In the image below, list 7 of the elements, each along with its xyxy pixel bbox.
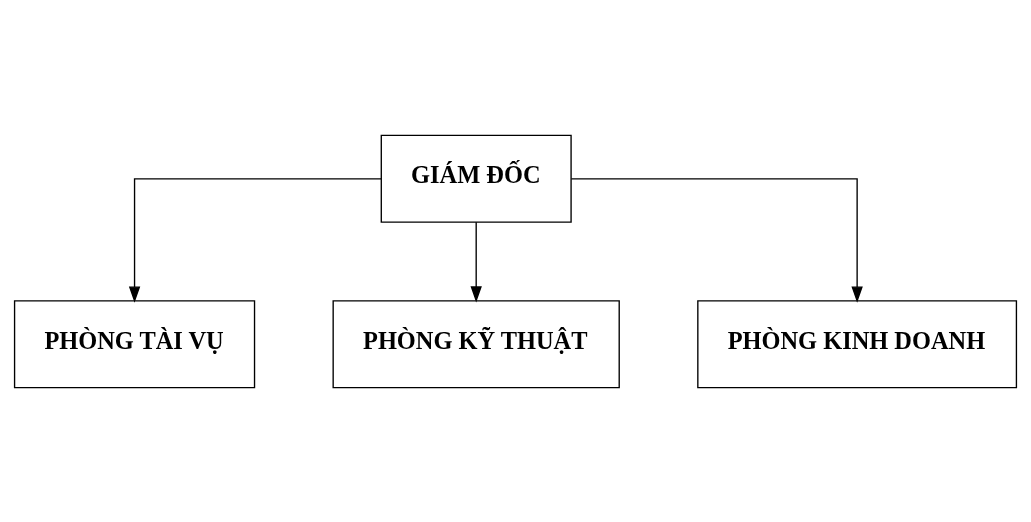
arrow [470,221,482,302]
node-box: PHÒNG KINH DOANH [697,299,1018,388]
node-box: PHÒNG KỸ THUẬT [332,299,620,388]
node-box: GIÁM ĐỐC [380,134,572,223]
arrow [570,177,863,303]
arrow [128,177,382,303]
node-box: PHÒNG TÀI VỤ [13,299,256,388]
